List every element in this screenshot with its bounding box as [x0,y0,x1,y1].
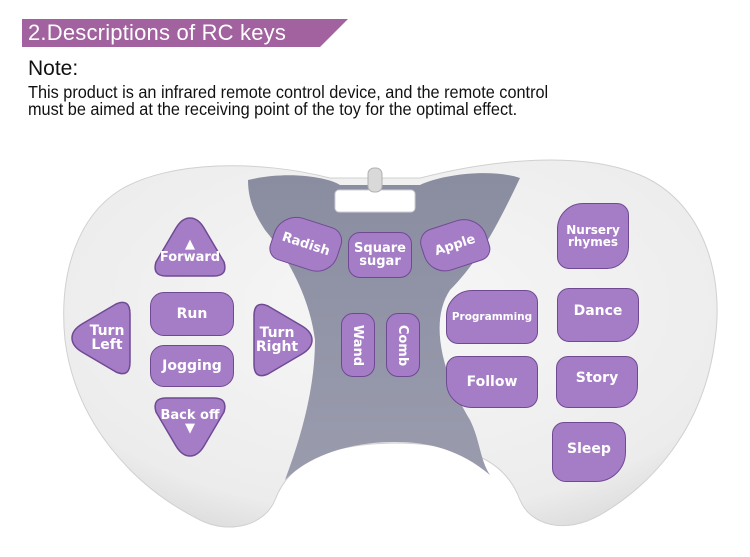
run-key[interactable]: Run [150,292,234,336]
arrow-down-icon: ▼ [185,421,195,436]
turn-left-label-1: Turn [89,323,125,339]
programming-label: Programming [451,310,533,323]
follow-key[interactable]: Follow [446,356,538,408]
wand-key[interactable]: Wand [341,313,375,377]
ir-housing [334,189,416,213]
wand-label: Wand [350,324,366,366]
nursery-rhymes-label-1: Nursery [566,223,620,237]
back-off-key[interactable]: Back off ▼ [152,396,228,458]
section-title: 2.Descriptions of RC keys [28,20,287,45]
ir-emitter-icon [367,167,383,193]
note-text: This product is an infrared remote contr… [28,82,549,119]
banner-shape [22,19,348,47]
section-banner: 2.Descriptions of RC keys [22,19,348,47]
turn-right-label-1: Turn [259,325,295,341]
turn-left-key[interactable]: Turn Left [68,300,134,376]
apple-label: Apple [432,231,478,259]
turn-right-label-2: Right [255,339,299,355]
forward-key[interactable]: ▲ Forward [152,216,228,278]
dance-key[interactable]: Dance [557,288,639,342]
comb-label: Comb [395,324,411,366]
story-key[interactable]: Story [556,356,638,408]
square-sugar-key[interactable]: Square sugar [348,232,412,278]
square-sugar-label-2: sugar [359,254,401,269]
forward-label: Forward [159,250,221,265]
comb-key[interactable]: Comb [386,313,420,377]
sleep-key[interactable]: Sleep [552,422,626,482]
note-line-2: must be aimed at the receiving point of … [28,99,518,119]
nursery-rhymes-label-2: rhymes [567,235,619,249]
radish-label: Radish [280,229,332,259]
sleep-label: Sleep [567,441,611,457]
nursery-rhymes-key[interactable]: Nursery rhymes [557,203,629,269]
jogging-label: Jogging [162,358,222,374]
jogging-key[interactable]: Jogging [150,345,234,387]
arrow-up-icon: ▲ [184,237,195,252]
programming-key[interactable]: Programming [446,290,538,344]
dance-label: Dance [573,303,623,319]
note-line-1: This product is an infrared remote contr… [28,82,549,102]
follow-label: Follow [466,374,518,390]
turn-left-label-2: Left [91,337,123,353]
turn-right-key[interactable]: Turn Right [250,302,316,378]
note-label: Note: [28,57,79,80]
story-label: Story [575,370,619,386]
square-sugar-label-1: Square [354,241,406,256]
run-label: Run [176,306,208,322]
back-off-label: Back off [160,408,220,423]
